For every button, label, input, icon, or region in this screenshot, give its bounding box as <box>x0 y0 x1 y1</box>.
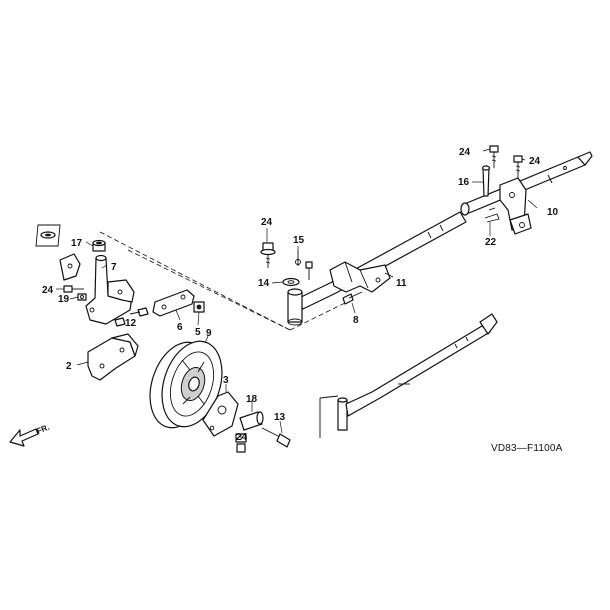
bolt-13 <box>261 427 291 448</box>
label-part-15: 15 <box>293 235 305 246</box>
label-part-10: 10 <box>547 207 559 218</box>
front-direction-arrow: FR. <box>9 423 51 447</box>
bolt-8 <box>342 291 363 305</box>
clip-22 <box>484 207 500 223</box>
part-9-wheel <box>149 340 223 429</box>
label-part-24-left: 24 <box>42 285 54 296</box>
label-part-19: 19 <box>58 294 70 305</box>
part-11-lower-handle <box>287 211 467 326</box>
hinge-plate <box>59 253 81 281</box>
label-part-6: 6 <box>177 322 183 333</box>
assembly-dashed-lines <box>99 231 346 331</box>
bolt-24-lower-handle <box>260 242 276 268</box>
label-part-24-handle-right: 24 <box>529 156 541 167</box>
small-bolt-near-15 <box>305 261 313 280</box>
part-labels: 24 24 16 10 22 24 15 14 11 8 17 7 24 19 … <box>42 147 559 443</box>
spacer-18 <box>239 411 264 431</box>
part-7-bracket <box>85 254 135 325</box>
label-part-14: 14 <box>258 278 270 289</box>
label-part-24-bottom: 24 <box>236 432 248 443</box>
label-part-22: 22 <box>485 237 497 248</box>
label-part-17: 17 <box>71 238 83 249</box>
leader-lines <box>56 148 538 440</box>
pin-15 <box>295 250 301 266</box>
nut-19 <box>77 293 87 301</box>
label-part-7: 7 <box>111 262 117 273</box>
bolt-24-handle-right <box>513 155 523 178</box>
label-part-2: 2 <box>66 361 72 372</box>
part-2-bracket <box>87 333 139 381</box>
label-part-12: 12 <box>125 318 137 329</box>
label-part-8: 8 <box>353 315 359 326</box>
label-part-5: 5 <box>195 327 201 338</box>
part-6-plate <box>152 289 195 317</box>
washer-14 <box>282 277 300 287</box>
label-part-16: 16 <box>458 177 470 188</box>
washer-detail-box <box>35 224 61 247</box>
bolt-24-left <box>63 285 84 293</box>
label-part-18: 18 <box>246 394 258 405</box>
diagram-code: VD83—F1100A <box>491 443 563 454</box>
label-part-24-lower-handle: 24 <box>261 217 273 228</box>
nut-5 <box>193 301 205 313</box>
label-part-11: 11 <box>396 278 407 289</box>
nut-12 <box>114 307 149 327</box>
label-part-9: 9 <box>206 328 212 339</box>
label-part-3: 3 <box>223 375 229 386</box>
pin-16 <box>481 165 491 197</box>
label-part-24-handle-top: 24 <box>459 147 471 158</box>
bolt-24-handle-top <box>489 145 499 168</box>
part-3-axle-plate <box>202 391 239 437</box>
label-part-13: 13 <box>274 412 286 423</box>
part-10-upper-handle <box>460 151 593 235</box>
front-direction-label: FR. <box>35 423 50 436</box>
lower-handle-assembly <box>319 313 498 438</box>
bushing-17 <box>92 239 106 252</box>
